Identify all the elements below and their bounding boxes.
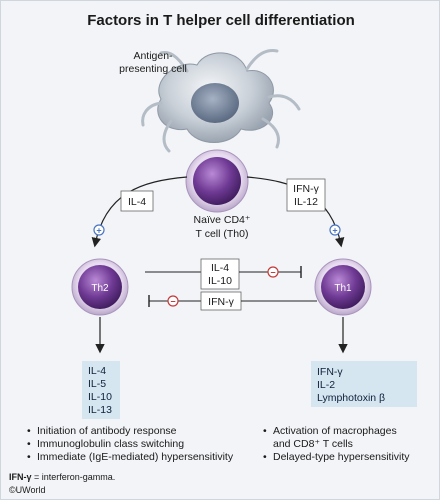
signal-box-th2	[120, 190, 154, 212]
th2-cytokine-il5: IL-5	[88, 378, 106, 390]
footnote-def: = interferon-gamma.	[32, 472, 116, 482]
th1-function-1: Activation of macrophages	[273, 425, 397, 437]
th2-cytokine-il10: IL-10	[88, 391, 112, 403]
plus-marker-th2: +	[93, 224, 105, 236]
th1-function-1-cont: and CD8⁺ T cells	[273, 438, 353, 450]
th2-function-1: Initiation of antibody response	[37, 425, 177, 437]
th2-bullet-1: •	[27, 425, 31, 437]
cross-top-il10: IL-10	[208, 275, 232, 287]
minus-symbol-top: −	[270, 268, 275, 278]
plus-marker-th1: +	[329, 224, 341, 236]
signal-th1-il12: IL-12	[294, 196, 318, 208]
th1-cytokine-box	[311, 361, 417, 407]
th2-cell	[71, 258, 129, 316]
cross-top-il4: IL-4	[211, 262, 229, 274]
naive-label-line-1: Naïve CD4⁺	[194, 214, 251, 226]
th2-label: Th2	[91, 283, 109, 294]
plus-symbol-th1: +	[332, 226, 337, 236]
apc-nucleus	[191, 83, 239, 123]
th2-cytokine-il13: IL-13	[88, 404, 112, 416]
th1-cell	[314, 258, 372, 316]
th1-cytokine-lymphotoxin: Lymphotoxin β	[317, 392, 385, 404]
th2-bullet-3: •	[27, 451, 31, 463]
minus-marker-bottom: −	[167, 295, 179, 307]
th1-bullet-2: •	[263, 451, 267, 463]
th1-cytokine-ifng: IFN-γ	[317, 366, 343, 378]
apc-label-line-1: Antigen-	[133, 50, 173, 62]
copyright: ©UWorld	[9, 485, 45, 495]
th2-function-2: Immunoglobulin class switching	[37, 438, 184, 450]
th1-function-2: Delayed-type hypersensitivity	[273, 451, 410, 463]
diagram-title: Factors in T helper cell differentiation	[87, 12, 355, 29]
naive-t-cell	[185, 149, 249, 213]
signal-th1-ifng: IFN-γ	[293, 183, 319, 195]
footnote-abbr: IFN-γ	[9, 472, 32, 482]
cross-box-top	[200, 258, 240, 290]
signal-th2-il4: IL-4	[128, 196, 146, 208]
th2-cytokine-box	[82, 361, 120, 419]
th2-function-3: Immediate (IgE-mediated) hypersensitivit…	[37, 451, 234, 463]
cross-bottom-ifng: IFN-γ	[208, 296, 234, 308]
footnote: IFN-γ = interferon-gamma.	[9, 472, 115, 482]
th1-label: Th1	[334, 283, 352, 294]
minus-symbol-bottom: −	[170, 297, 175, 307]
signal-box-th1	[286, 178, 326, 212]
naive-label-line-2: T cell (Th0)	[196, 228, 249, 240]
th2-cytokine-il4: IL-4	[88, 365, 106, 377]
minus-marker-top: −	[267, 266, 279, 278]
th1-cytokine-il2: IL-2	[317, 379, 335, 391]
th1-bullet-1: •	[263, 425, 267, 437]
antigen-presenting-cell	[141, 49, 301, 153]
plus-symbol-th2: +	[96, 226, 101, 236]
apc-label-line-2: presenting cell	[119, 63, 187, 75]
th2-bullet-2: •	[27, 438, 31, 450]
